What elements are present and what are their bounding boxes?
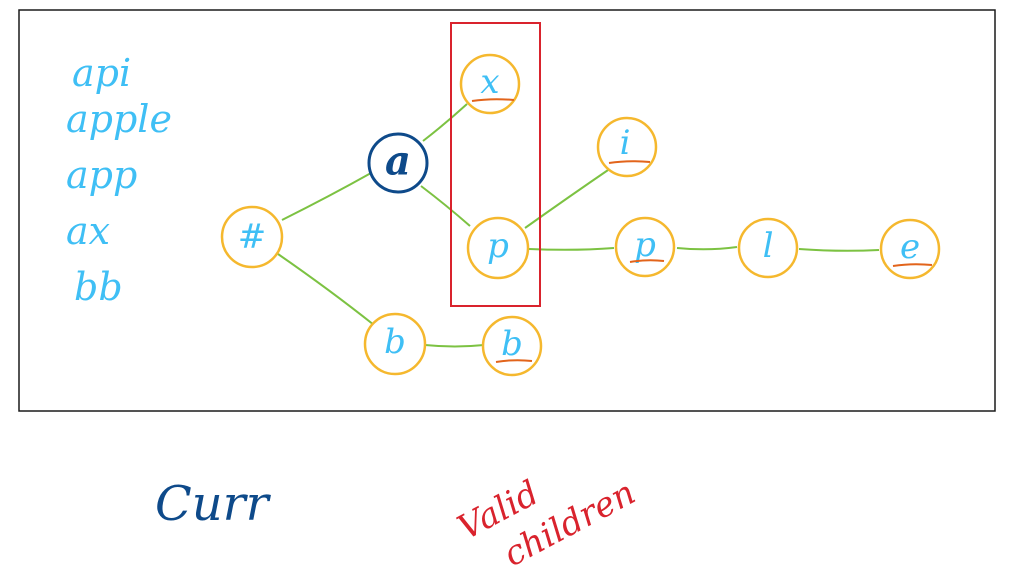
word-item: api	[72, 51, 131, 95]
edge-p-l	[676, 246, 738, 251]
edge-a-p	[420, 185, 471, 227]
node-label: p	[634, 225, 656, 265]
node-label: x	[480, 62, 499, 102]
node-label: a	[385, 138, 411, 185]
diagram-frame	[18, 9, 996, 412]
word-end-marker	[471, 98, 515, 102]
node-label: l	[763, 226, 774, 266]
word-end-marker	[629, 259, 665, 263]
edge-root-a	[281, 172, 372, 221]
edge-a-x	[422, 103, 468, 142]
trie-node-b2: b	[481, 315, 543, 377]
trie-node-p2: p	[614, 216, 676, 278]
valid-children-annotation: Valid children	[451, 473, 642, 575]
node-circle	[363, 312, 427, 376]
curr-annotation: Curr	[155, 476, 272, 532]
word-list: api apple app ax bb	[66, 51, 172, 309]
node-label: #	[238, 217, 267, 257]
trie-node-e: e	[879, 218, 941, 280]
word-item: apple	[66, 97, 172, 141]
trie-node-b1: b	[363, 312, 427, 376]
trie-node-i: i	[596, 116, 658, 178]
edge-p-p	[528, 247, 615, 251]
word-end-marker	[608, 160, 651, 164]
trie-node-l: l	[737, 217, 799, 279]
node-label: b	[384, 322, 406, 362]
node-label: i	[620, 123, 631, 163]
trie-node-a-current: a	[367, 132, 429, 194]
word-item: ax	[66, 209, 110, 253]
edge-root-b	[277, 253, 375, 326]
trie-node-x: x	[459, 53, 521, 115]
word-end-marker	[495, 359, 533, 363]
node-circle	[466, 216, 530, 280]
node-label: p	[487, 226, 509, 266]
edge-b-b	[424, 344, 485, 348]
node-circle	[737, 217, 799, 279]
edge-p-i	[524, 167, 612, 229]
valid-children-box	[450, 22, 541, 307]
trie-node-root: #	[220, 205, 284, 269]
word-item: bb	[74, 265, 123, 309]
edge-l-e	[798, 248, 880, 252]
current-node-circle	[367, 132, 429, 194]
trie-node-p1: p	[466, 216, 530, 280]
node-label: e	[900, 227, 920, 267]
trie-edges	[277, 103, 880, 348]
word-end-marker	[892, 263, 933, 267]
node-circle	[220, 205, 284, 269]
word-item: app	[66, 153, 137, 197]
node-label: b	[501, 324, 523, 364]
